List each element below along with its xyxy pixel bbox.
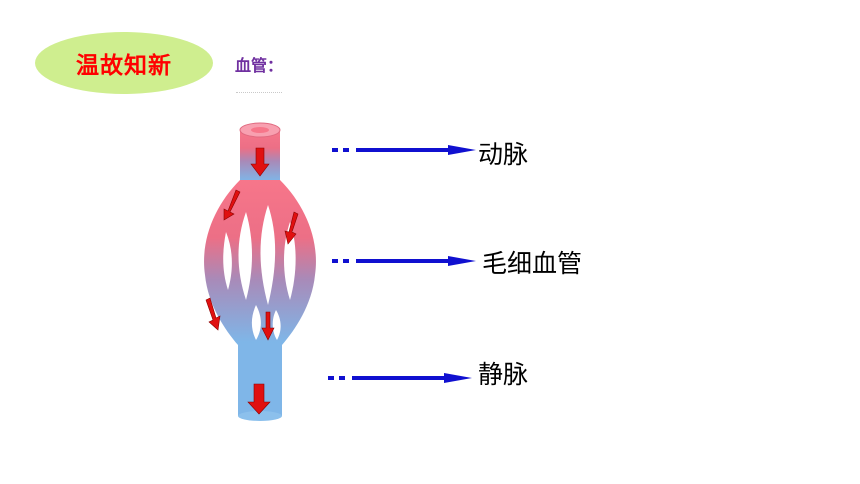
title-badge: 温故知新 <box>35 32 213 94</box>
capillary-network <box>204 180 316 345</box>
capillary-label: 毛细血管 <box>482 249 583 278</box>
capillary-gap <box>284 222 296 300</box>
capillary-gap <box>238 212 252 300</box>
flow-arrow-icon <box>247 383 271 415</box>
vein-pointer-arrow <box>328 373 472 383</box>
flow-arrows <box>205 147 299 415</box>
flow-arrow-icon <box>284 211 299 245</box>
title-badge-label: 温故知新 <box>76 53 172 79</box>
capillary-gap <box>260 205 276 305</box>
flow-arrow-icon <box>261 311 275 341</box>
vein-vessel <box>238 343 282 421</box>
flow-arrow-icon <box>205 297 221 331</box>
artery-pointer-arrow <box>332 145 476 155</box>
artery-vessel <box>239 122 281 182</box>
flow-arrow-icon <box>223 189 241 221</box>
vein-label: 静脉 <box>478 360 529 389</box>
capillary-pointer-arrow <box>332 256 476 266</box>
capillary-gap <box>272 310 281 340</box>
capillary-gap <box>251 305 261 340</box>
decorative-divider <box>236 92 282 96</box>
artery-label: 动脉 <box>478 140 529 169</box>
section-subtitle: 血管： <box>235 56 284 75</box>
flow-arrow-icon <box>250 147 270 177</box>
capillary-gap <box>223 232 232 290</box>
